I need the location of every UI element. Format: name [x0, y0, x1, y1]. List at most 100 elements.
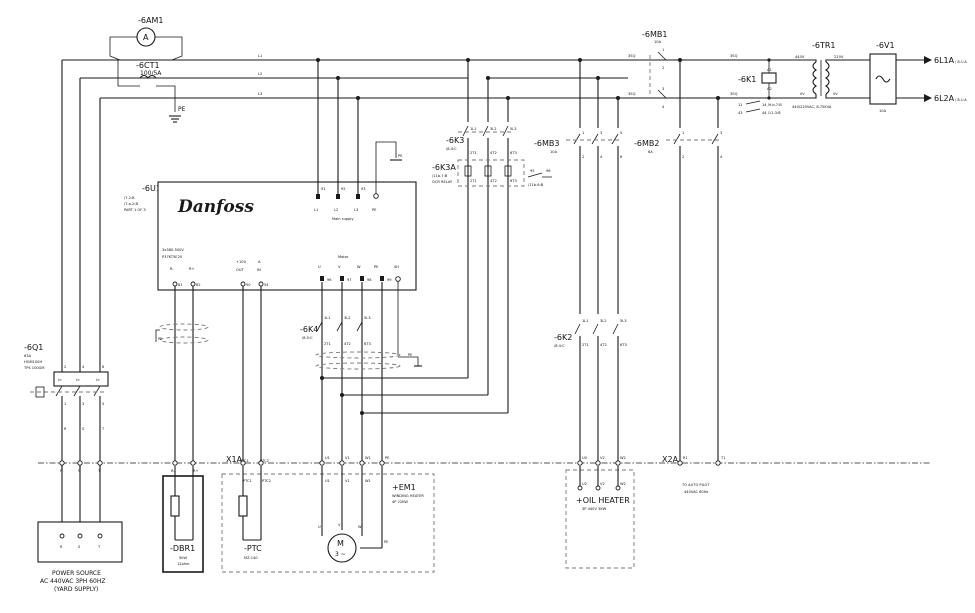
svg-text:92: 92 [341, 187, 346, 191]
svg-text:S: S [78, 545, 81, 549]
svg-text:3L2: 3L2 [344, 316, 351, 320]
svg-text:44 /11.3:B: 44 /11.3:B [762, 111, 781, 115]
motor-phase: 3 ~ [335, 551, 346, 558]
svg-text:I>: I> [58, 378, 62, 382]
ct-coil-icon [139, 74, 157, 79]
vfd-ref2: /7.a.2:B [124, 202, 138, 206]
mb1-contacts-icon [657, 51, 667, 99]
svg-text:L2: L2 [334, 208, 338, 212]
vfd-tag: -6U1 [142, 184, 161, 193]
k3-tag: -6K3 [446, 136, 464, 145]
power-source-line2: AC 440VAC 3PH 60HZ [40, 578, 105, 585]
k4-tag: -6K4 [300, 325, 318, 334]
q1-model2: TP4 100GM [23, 366, 45, 370]
ptc-tag: -PTC [244, 544, 262, 553]
strip-x1a-tag: X1A [226, 455, 243, 464]
svg-text:W: W [358, 525, 362, 529]
svg-text:PE: PE [374, 265, 379, 269]
svg-text:6T3: 6T3 [510, 151, 517, 155]
dbr1-resistor-icon [170, 495, 180, 517]
svg-text:50: 50 [246, 283, 251, 287]
svg-text:U: U [318, 265, 321, 269]
em1-desc1: WINDING HEATER [392, 494, 424, 498]
svg-text:5L3: 5L3 [364, 316, 371, 320]
svg-text:0V: 0V [833, 92, 838, 96]
power-source-line3: (YARD SUPPLY) [54, 586, 98, 593]
svg-text:6T3: 6T3 [510, 179, 517, 183]
filter-v1: -6V1 10A 6L1A / 8.1:A 6L2A / 8.1:A [869, 41, 967, 113]
vfd-6u1: -6U1 /7.2:B /7.a.2:B PART 1 OF 3 Danfoss… [124, 60, 417, 291]
svg-text:V1: V1 [345, 456, 350, 460]
ct-tag: -6CT1 [136, 61, 160, 70]
ptc-resistor-icon [238, 495, 248, 517]
k3a-contact-ref: /11b.6:B [528, 183, 544, 187]
svg-text:96: 96 [327, 278, 332, 282]
power-source-line1: POWER SOURCE [52, 570, 101, 577]
svg-text:U1: U1 [325, 456, 330, 460]
breaker-mb1: -6MB1 10A 1 2 3 4 [642, 30, 780, 109]
q1-handle-icon [35, 386, 45, 398]
vfd-ref1: /7.2:B [124, 196, 135, 200]
svg-text:PE: PE [398, 154, 403, 158]
svg-text:4T2: 4T2 [600, 343, 607, 347]
svg-text:PE: PE [384, 540, 389, 544]
dbr1-box [162, 475, 204, 573]
motor-cable: PE -6K4 /8.5:C 1L1 3L2 5L3 2T1 4T2 6T3 U… [300, 281, 508, 466]
svg-text:PE: PE [408, 353, 413, 357]
svg-text:2: 2 [682, 155, 684, 159]
oil-heater: U2 V2 W2 +OIL HEATER 3P 440V 3KW [565, 466, 635, 569]
svg-text:82: 82 [196, 283, 201, 287]
mb2-tag: -6MB2 [634, 139, 659, 148]
svg-text:11: 11 [738, 103, 743, 107]
svg-text:PTC1: PTC1 [240, 459, 249, 463]
svg-text:1: 1 [682, 131, 684, 135]
k3a-aux-contact-icon [527, 172, 552, 178]
k2-tag: -6K2 [554, 333, 572, 342]
svg-text:6: 6 [620, 155, 623, 159]
output-6l1a: 6L1A [934, 56, 955, 65]
tr1-secondary-coil-icon [825, 61, 830, 95]
svg-text:U0: U0 [582, 456, 588, 460]
svg-text:6: 6 [102, 365, 105, 369]
k3a-desc: OCR RELAY [432, 180, 453, 184]
q1-tag: -6Q1 [24, 343, 43, 352]
svg-text:6T3: 6T3 [620, 343, 627, 347]
motor-em1: U1 V1 W1 U V W PE M 3 ~ +EM1 WINDING HEA… [318, 466, 424, 563]
tr1-rating: 440/220VAC, 8.75KVA [792, 105, 832, 109]
mb3-tag: -6MB3 [534, 139, 559, 148]
svg-text:V2: V2 [600, 482, 605, 486]
svg-text:98: 98 [367, 278, 372, 282]
tr1-pri: 440V [795, 55, 805, 59]
svg-text:/ 8.1:A: / 8.1:A [955, 98, 967, 102]
svg-text:V1: V1 [345, 479, 350, 483]
svg-text:W: W [357, 265, 361, 269]
svg-text:T: T [97, 545, 101, 549]
svg-text:91: 91 [321, 187, 326, 191]
k3a-tag: -6K3A [432, 163, 456, 172]
svg-text:PE: PE [385, 456, 390, 460]
wire-markers: 3SQ 3SQ 3SQ 3SQ [628, 54, 738, 96]
vfd-body [157, 181, 417, 291]
em1-tag: +EM1 [392, 483, 416, 492]
svg-text:R: R [60, 545, 63, 549]
q1-body [53, 371, 109, 387]
svg-text:T: T [101, 427, 105, 431]
svg-text:43: 43 [738, 111, 743, 115]
ptc-circuit: PTC1 PTC2 PTC1 PTC2 -PTC MZ-140 [221, 286, 435, 573]
k3-ref: /8.4:C [446, 147, 457, 151]
svg-text:1L1: 1L1 [582, 319, 589, 323]
svg-text:S: S [82, 427, 85, 431]
ammeter-tag: -6AM1 [138, 16, 163, 25]
svg-text:3: 3 [662, 87, 664, 91]
svg-text:1: 1 [582, 131, 584, 135]
power-source-box [37, 521, 123, 563]
svg-text:3: 3 [82, 402, 84, 406]
svg-text:96: 96 [546, 169, 551, 173]
svg-text:3SQ: 3SQ [730, 92, 738, 96]
ptc-model: MZ-140 [244, 556, 258, 560]
svg-text:2: 2 [662, 66, 664, 70]
svg-text:W1: W1 [365, 456, 371, 460]
auto-pilot-line2: 440VAC 60Hz [684, 490, 708, 494]
svg-text:A: A [258, 260, 261, 264]
